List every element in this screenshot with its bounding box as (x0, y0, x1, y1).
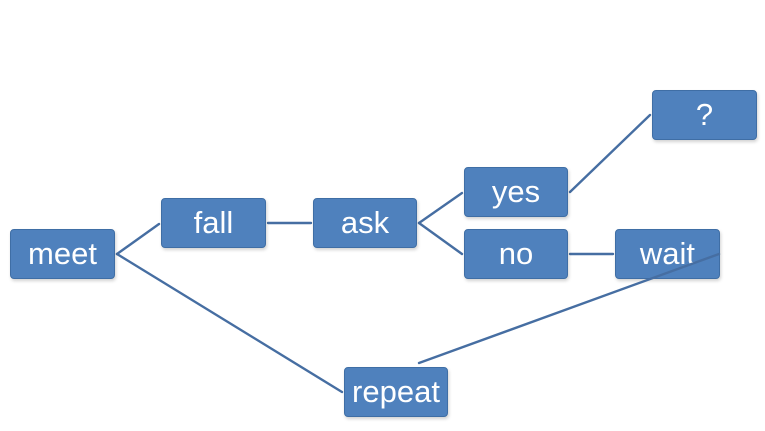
node-question: ? (652, 90, 757, 140)
node-yes: yes (464, 167, 568, 217)
edge-yes-question (568, 113, 652, 194)
node-wait: wait (615, 229, 720, 279)
node-meet: meet (10, 229, 115, 279)
node-fall: fall (161, 198, 266, 248)
edge-meet-repeat (115, 252, 344, 394)
edge-ask-yes (417, 191, 464, 225)
edge-meet-fall (115, 222, 161, 256)
node-no: no (464, 229, 568, 279)
edge-ask-no (417, 221, 464, 256)
node-ask: ask (313, 198, 417, 248)
node-repeat: repeat (344, 367, 448, 417)
